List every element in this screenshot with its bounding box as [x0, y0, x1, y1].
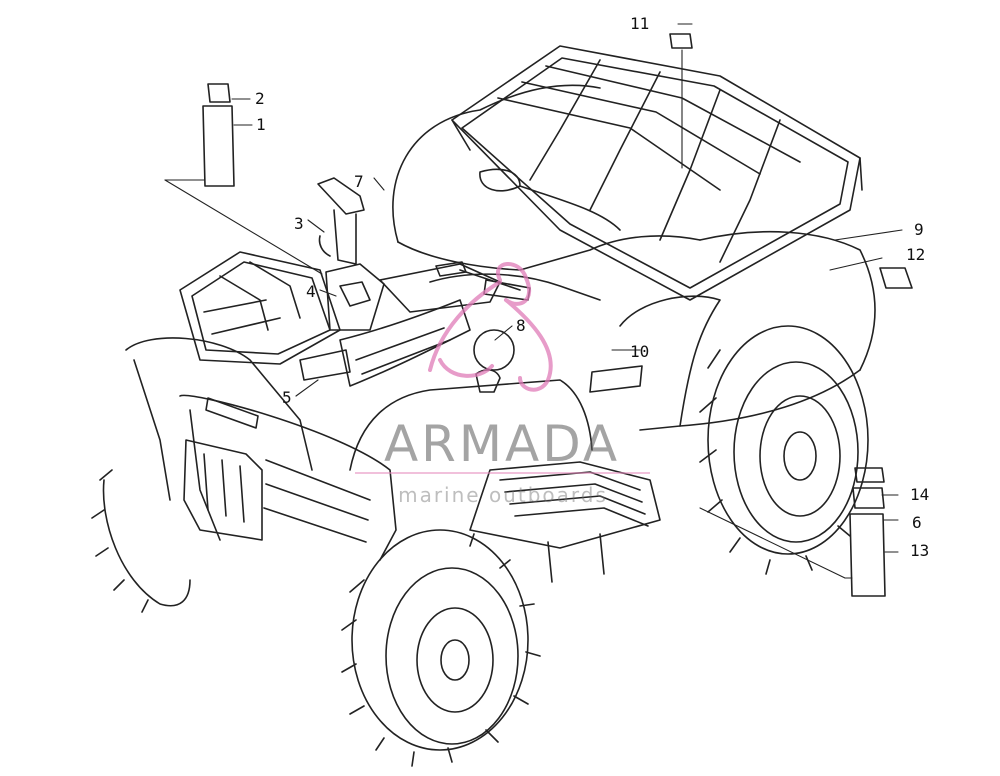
rear-rack [451, 45, 863, 301]
front-left-wheel [91, 469, 191, 613]
front-bumper [125, 251, 397, 561]
decal-11 [669, 33, 693, 49]
decal-12 [879, 267, 913, 289]
watermark-title: ARMADA [383, 415, 621, 473]
callout-12: 12 [906, 245, 926, 264]
leader-lines [164, 23, 903, 579]
handlebar-assembly [299, 177, 531, 393]
callout-8: 8 [516, 316, 526, 335]
callout-3: 3 [294, 214, 304, 233]
front-right-wheel [341, 529, 541, 767]
decal-14 [854, 467, 885, 483]
decal-sheets [202, 33, 913, 597]
callout-14: 14 [910, 485, 930, 504]
callout-10: 10 [630, 342, 650, 361]
callout-2: 2 [255, 89, 265, 108]
callout-9: 9 [914, 220, 924, 239]
decal-6 [852, 487, 885, 509]
callout-6: 6 [912, 513, 922, 532]
watermark-divider [355, 472, 650, 474]
rear-body [392, 84, 876, 431]
rear-wheel [699, 325, 869, 575]
callout-11: 11 [630, 14, 650, 33]
watermark-subtitle: marine outboards [398, 483, 608, 507]
decal-1 [202, 105, 235, 187]
callout-7: 7 [354, 172, 364, 191]
callout-5: 5 [282, 388, 292, 407]
decal-2 [207, 83, 231, 103]
armada-logo [428, 262, 553, 392]
callout-13: 13 [910, 541, 930, 560]
callout-4: 4 [306, 282, 316, 301]
decal-13 [849, 513, 886, 597]
callout-1: 1 [256, 115, 266, 134]
